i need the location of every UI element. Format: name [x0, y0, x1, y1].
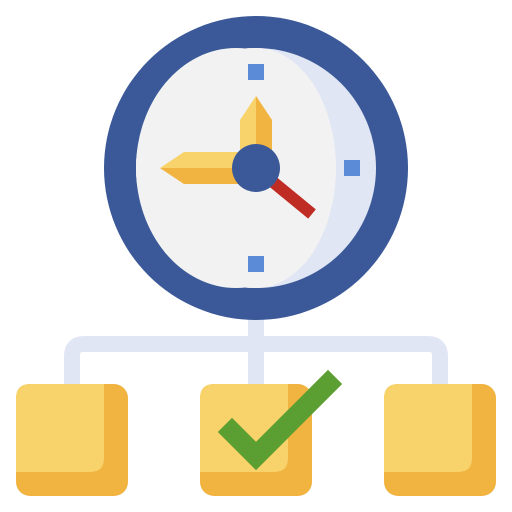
hour-marker-12: [248, 64, 264, 80]
box-right-icon: [384, 384, 496, 496]
hour-marker-3: [344, 160, 360, 176]
clock-center-cap: [232, 144, 280, 192]
box-middle-icon: [200, 384, 312, 496]
clock-icon: [104, 16, 408, 320]
hour-hand: [160, 152, 240, 184]
connector-lines-icon: [64, 310, 448, 388]
hour-marker-6: [248, 256, 264, 272]
minute-hand: [240, 96, 272, 150]
checkmark-icon: [217, 369, 343, 471]
box-left-icon: [16, 384, 128, 496]
